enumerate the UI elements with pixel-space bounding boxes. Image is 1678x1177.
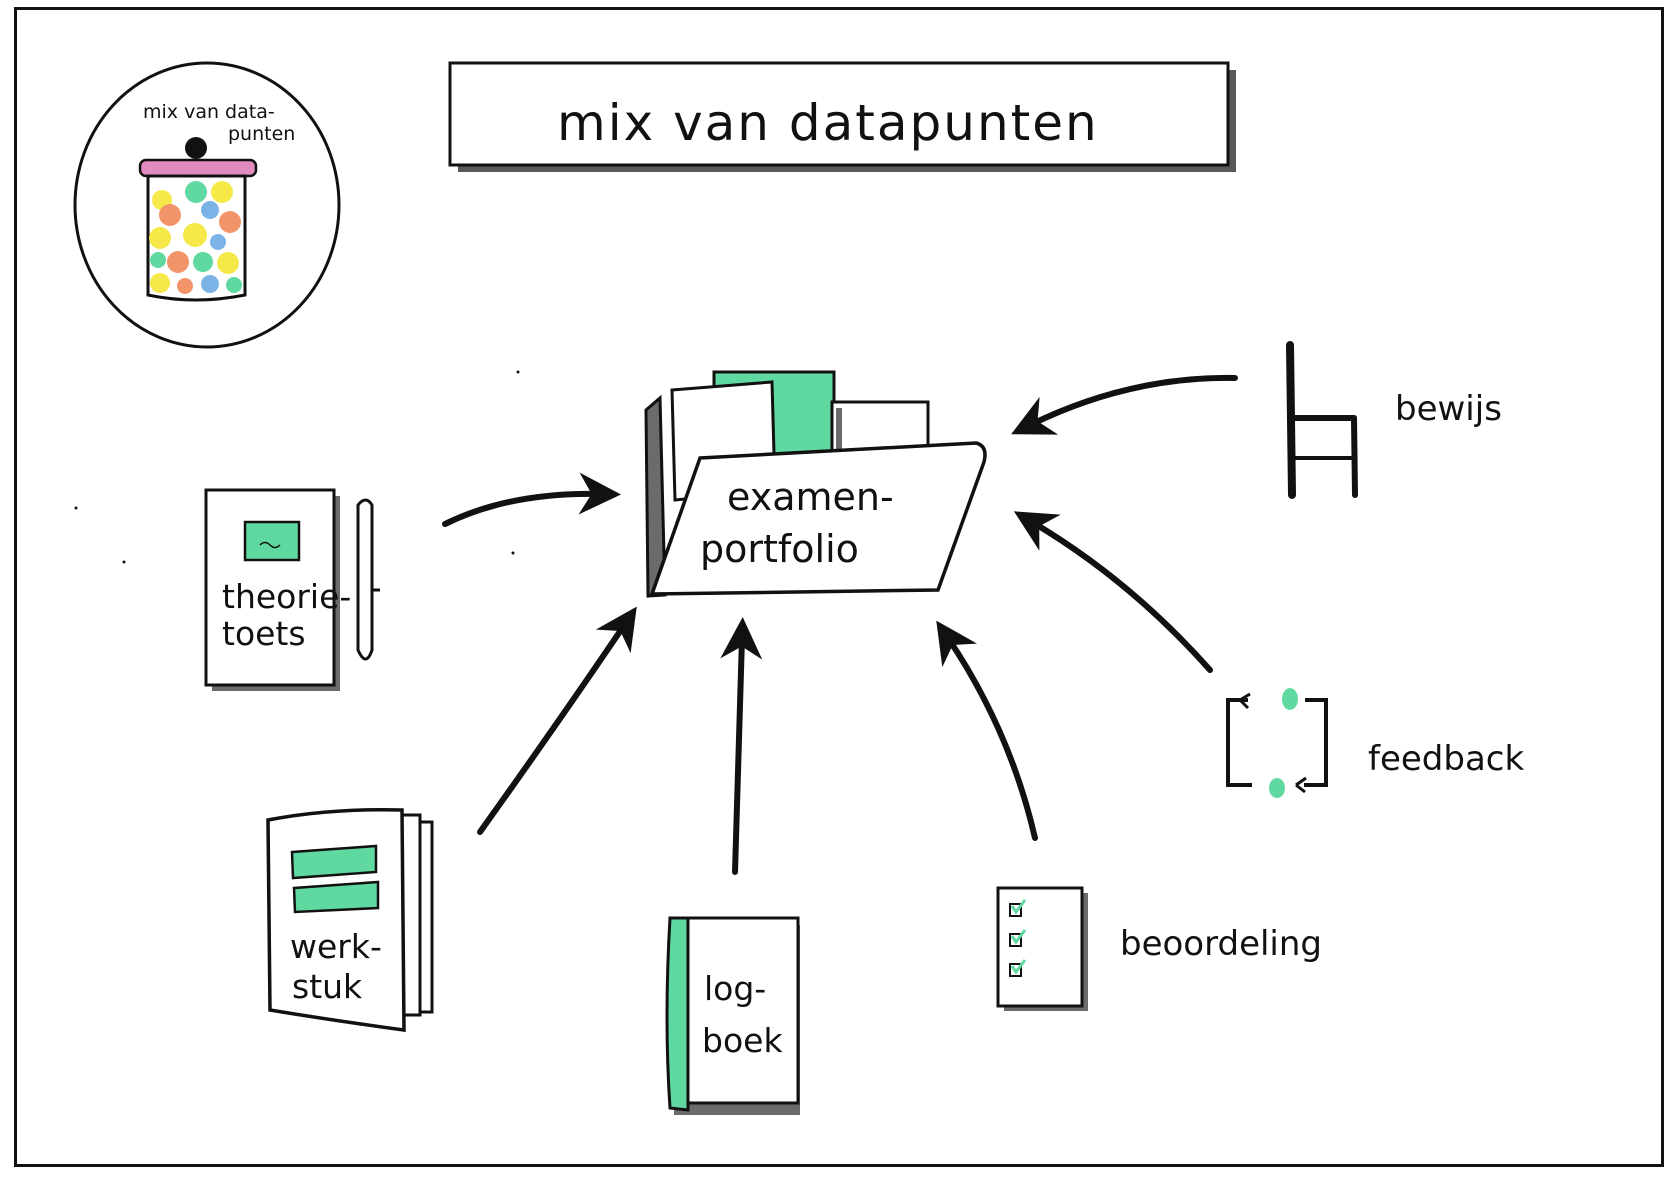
source-beoordeling: beoordeling: [996, 886, 1322, 1011]
chair-icon: [1286, 341, 1358, 499]
beoordeling-label: beoordeling: [1120, 924, 1322, 964]
arrow-theorietoets: [442, 472, 621, 527]
page-title: mix van datapunten: [557, 94, 1099, 152]
checklist-icon: [996, 886, 1088, 1011]
werkstuk-label-line2: stuk: [292, 967, 363, 1006]
arrow-feedback: [1013, 511, 1213, 673]
pen-icon: [356, 498, 380, 661]
feedback-loop-icon: [1226, 688, 1328, 798]
arrow-beoordeling: [936, 620, 1038, 841]
folder-label-line2: portfolio: [700, 527, 859, 571]
arrow-werkstuk: [477, 606, 637, 835]
logboek-label-line2: boek: [702, 1021, 783, 1060]
report-icon: werk- stuk: [266, 807, 434, 1033]
bewijs-label: bewijs: [1395, 389, 1502, 429]
dot-mark: [122, 560, 126, 564]
arrows: [442, 374, 1238, 875]
werkstuk-label-line1: werk-: [290, 927, 382, 966]
jar-badge: mix van data- punten: [73, 61, 341, 349]
source-logboek: log- boek: [665, 916, 800, 1115]
test-sheet-icon: theorie- toets: [204, 488, 351, 691]
folder-label-line1: examen-: [727, 475, 894, 519]
jar-label-line1: mix van data-: [143, 101, 275, 123]
arrow-bewijs: [1011, 374, 1238, 435]
theorietoets-label-line2: toets: [222, 614, 306, 653]
dot-mark: [516, 370, 520, 374]
feedback-label: feedback: [1368, 739, 1524, 779]
dot-mark: [74, 506, 78, 510]
dot-mark: [511, 551, 515, 555]
source-feedback: feedback: [1226, 688, 1524, 798]
theorietoets-label-line1: theorie-: [222, 577, 351, 616]
arrow-logboek: [720, 617, 763, 875]
logbook-icon: log- boek: [665, 916, 800, 1115]
source-werkstuk: werk- stuk: [266, 807, 434, 1033]
title-box: mix van datapunten: [448, 61, 1236, 172]
source-bewijs: bewijs: [1286, 341, 1502, 499]
folder-icon: examen- portfolio: [644, 370, 987, 598]
source-theorietoets: theorie- toets: [204, 488, 380, 691]
jar-label-line2: punten: [228, 123, 295, 145]
logboek-label-line1: log-: [704, 969, 766, 1008]
jar-icon: [138, 137, 258, 302]
